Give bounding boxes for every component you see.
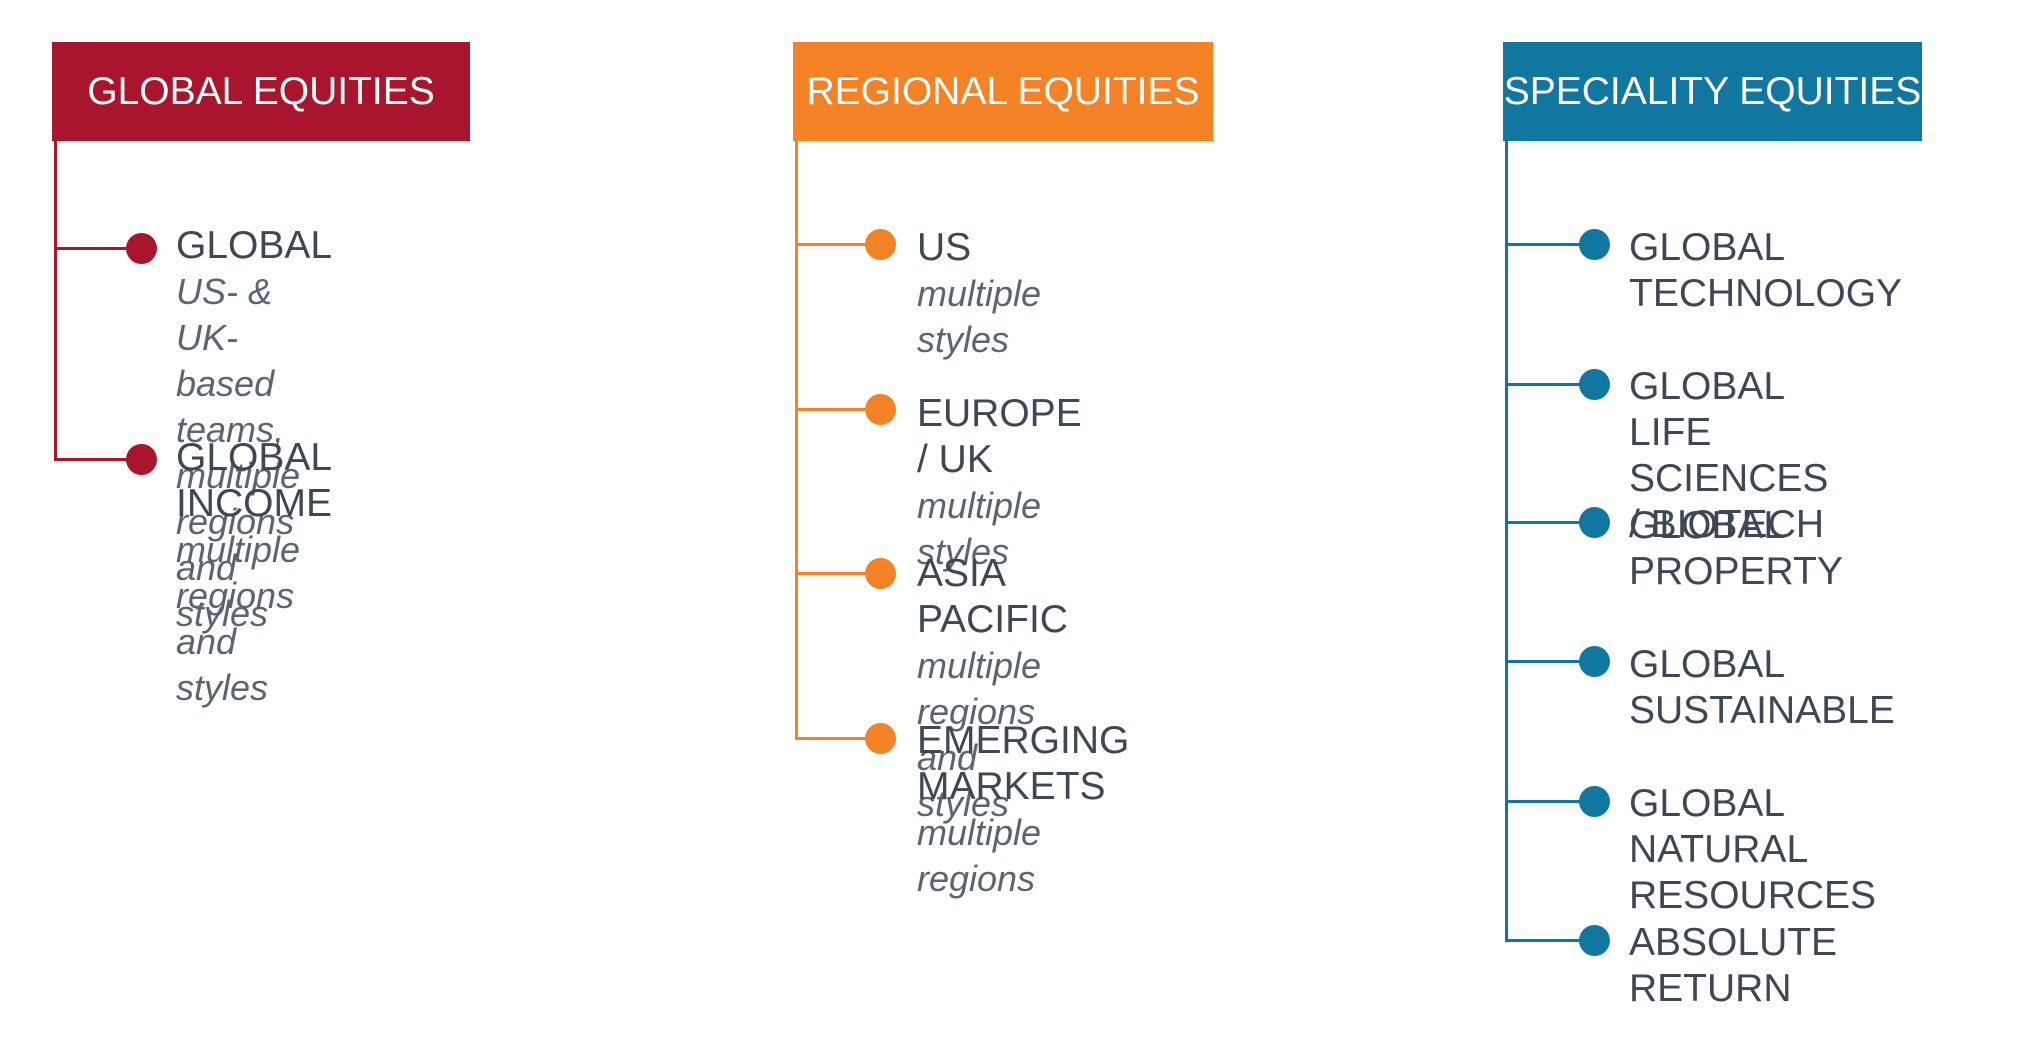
item-subtitle: multiple styles [917, 273, 1042, 360]
column-title: GLOBAL EQUITIES [87, 69, 435, 113]
item-title: GLOBAL SUSTAINABLE [1629, 643, 1895, 732]
item-title: EMERGING MARKETS [917, 719, 1130, 808]
list-item: GLOBAL LIFE SCIENCES / BIOTECH [1629, 364, 1828, 548]
list-item: EMERGING MARKETS multiple regions [917, 718, 1129, 902]
connector-branch [1505, 383, 1593, 386]
bullet-dot [1579, 369, 1610, 400]
bullet-dot [865, 394, 896, 425]
connector-branch [1505, 800, 1593, 803]
item-subtitle: US- & UK-based teams, multiple regions a… [176, 271, 301, 634]
connector-branch [1505, 243, 1593, 246]
column-header: SPECIALITY EQUITIES [1503, 42, 1922, 141]
item-title: ASIA PACIFIC [917, 552, 1068, 641]
item-title: GLOBAL PROPERTY [1629, 504, 1843, 593]
connector-branch [1505, 660, 1593, 663]
list-item: GLOBAL NATURAL RESOURCES [1629, 781, 1876, 919]
list-item: US multiple styles [917, 225, 1041, 363]
list-item: ABSOLUTE RETURN [1629, 920, 1837, 1012]
connector-branch [54, 247, 128, 250]
bullet-dot [1579, 925, 1610, 956]
connector-branch [795, 572, 867, 575]
connector-branch [54, 458, 128, 461]
bullet-dot [1579, 507, 1610, 538]
item-title: ABSOLUTE RETURN [1629, 921, 1838, 1010]
connector-branch [1505, 939, 1593, 942]
item-subtitle: multiple regions [917, 812, 1042, 899]
connector-branch [1505, 521, 1593, 524]
item-title: GLOBAL INCOME [176, 436, 332, 525]
item-title: GLOBAL NATURAL RESOURCES [1629, 782, 1877, 917]
list-item: GLOBAL US- & UK-based teams, multiple re… [176, 223, 332, 637]
connector-spine [1505, 141, 1508, 941]
item-title: EUROPE / UK [917, 392, 1082, 481]
column-title: SPECIALITY EQUITIES [1503, 69, 1922, 113]
bullet-dot [126, 233, 157, 264]
connector-branch [795, 243, 867, 246]
item-subtitle: multiple styles [917, 485, 1042, 572]
connector-spine [795, 141, 798, 739]
bullet-dot [865, 558, 896, 589]
column-title: REGIONAL EQUITIES [806, 69, 1200, 113]
list-item: GLOBAL SUSTAINABLE [1629, 642, 1895, 734]
item-title: GLOBAL TECHNOLOGY [1629, 226, 1903, 315]
item-title: GLOBAL LIFE SCIENCES / BIOTECH [1629, 365, 1829, 546]
list-item: GLOBAL PROPERTY [1629, 503, 1843, 595]
bullet-dot [126, 444, 157, 475]
connector-branch [795, 408, 867, 411]
connector-spine [54, 141, 57, 460]
bullet-dot [1579, 229, 1610, 260]
list-item: ASIA PACIFIC multiple regions and styles [917, 551, 1068, 827]
list-item: EUROPE / UK multiple styles [917, 391, 1082, 575]
bullet-dot [865, 723, 896, 754]
item-title: US [917, 226, 972, 269]
connector-branch [795, 737, 867, 740]
list-item: GLOBAL INCOME multiple regions and style… [176, 435, 332, 711]
bullet-dot [1579, 786, 1610, 817]
bullet-dot [1579, 646, 1610, 677]
bullet-dot [865, 229, 896, 260]
list-item: GLOBAL TECHNOLOGY [1629, 225, 1902, 317]
item-subtitle: multiple regions and styles [176, 529, 301, 708]
column-header: GLOBAL EQUITIES [52, 42, 470, 141]
item-title: GLOBAL [176, 224, 333, 267]
column-header: REGIONAL EQUITIES [793, 42, 1213, 141]
item-subtitle: multiple regions and styles [917, 645, 1042, 824]
